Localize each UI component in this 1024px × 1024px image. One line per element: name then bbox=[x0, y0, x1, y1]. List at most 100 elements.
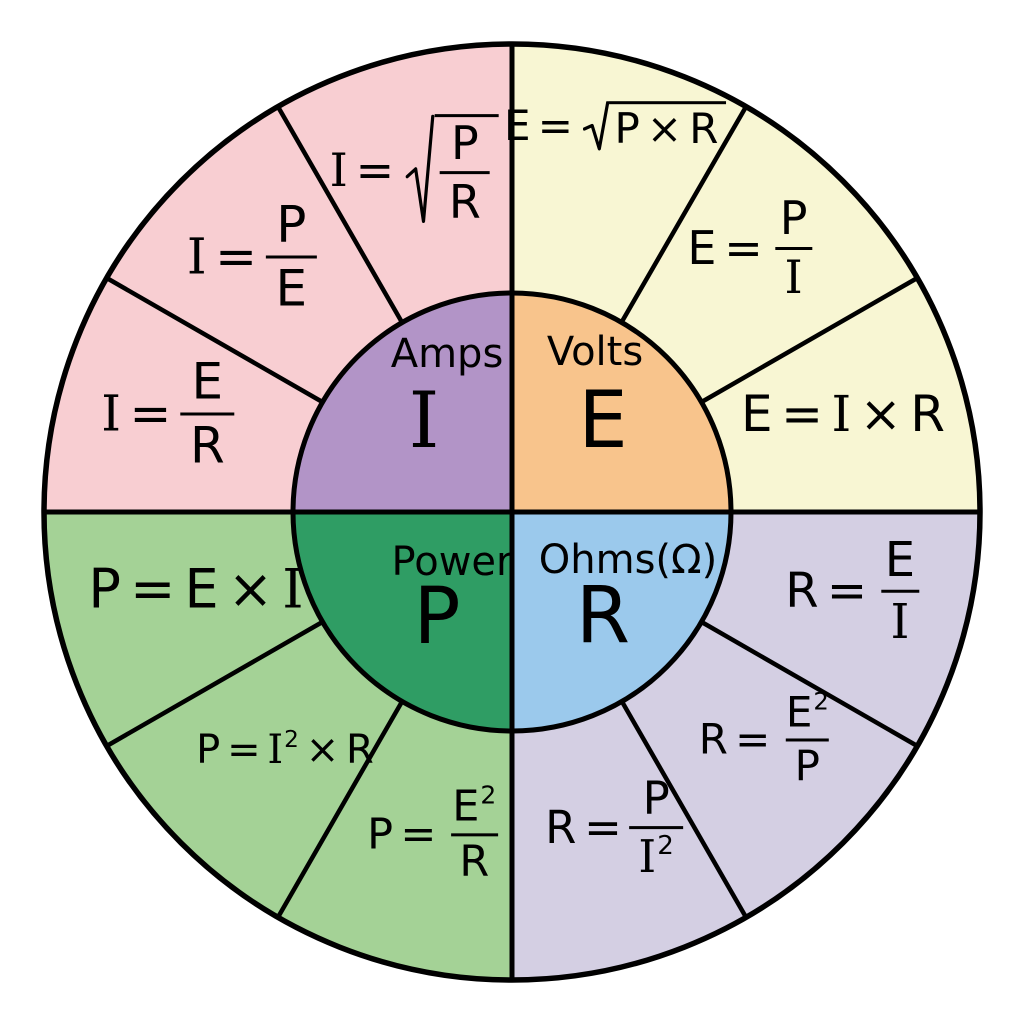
symbol-P: P bbox=[367, 809, 394, 860]
exponent: 2 bbox=[284, 725, 299, 753]
inner-wedge-ohms bbox=[512, 512, 731, 731]
divider-210deg bbox=[276, 700, 404, 919]
equals-sign: = bbox=[537, 100, 573, 150]
segment-dividers bbox=[105, 105, 919, 919]
equals-sign: = bbox=[584, 801, 622, 855]
equals-sign: = bbox=[781, 384, 824, 443]
multiply-sign: × bbox=[305, 727, 340, 773]
symbol-I: I bbox=[890, 593, 910, 650]
symbol-R: R bbox=[459, 836, 490, 887]
exponent: 2 bbox=[480, 779, 497, 809]
symbol-P: P bbox=[779, 191, 808, 245]
inner-wedge-volts bbox=[512, 293, 731, 512]
outer-ring-ohms bbox=[512, 512, 980, 980]
formula-e-i-times-r: E=I×R bbox=[741, 388, 945, 441]
symbol-I: I bbox=[638, 830, 657, 883]
divider-330deg bbox=[276, 105, 404, 324]
symbol-P: P bbox=[451, 115, 479, 170]
formula-e-sqrt-p-times-r: E=P×R bbox=[504, 101, 726, 151]
equals-sign: = bbox=[130, 557, 176, 621]
inner-circle-outline bbox=[290, 290, 734, 734]
symbol-R: R bbox=[785, 562, 819, 619]
outer-ring-amps bbox=[44, 44, 512, 512]
symbol-I: I bbox=[186, 227, 207, 286]
exponent: 2 bbox=[657, 830, 674, 861]
symbol-E: E bbox=[504, 100, 531, 150]
symbol-I: I bbox=[282, 557, 304, 621]
symbol-R: R bbox=[346, 727, 374, 773]
multiply-sign: × bbox=[646, 103, 683, 153]
symbol-I: I bbox=[784, 250, 803, 305]
center-letter-amps: I bbox=[408, 376, 440, 466]
equals-sign: = bbox=[227, 727, 261, 773]
symbol-P: P bbox=[276, 195, 307, 254]
multiply-sign: × bbox=[227, 557, 274, 621]
symbol-P: P bbox=[642, 772, 670, 826]
divider-60deg bbox=[700, 276, 919, 404]
symbol-I: I bbox=[329, 142, 348, 197]
symbol-E: E bbox=[191, 352, 224, 411]
radical-sign bbox=[583, 101, 609, 151]
divider-240deg bbox=[105, 620, 324, 748]
symbol-E: E bbox=[884, 531, 916, 588]
formula-p-e-times-i: P=E×I bbox=[88, 557, 304, 621]
radical-sign bbox=[406, 114, 435, 226]
symbol-P: P bbox=[88, 557, 121, 621]
square-root: P×R bbox=[583, 101, 726, 151]
symbol-I: I bbox=[267, 727, 284, 773]
center-letter-ohms: R bbox=[575, 571, 631, 661]
center-word-power: Power bbox=[391, 539, 513, 585]
symbol-E: E bbox=[452, 781, 480, 832]
divider-120deg bbox=[700, 620, 919, 748]
equals-sign: = bbox=[129, 384, 172, 443]
symbol-R: R bbox=[698, 714, 728, 764]
symbol-E: E bbox=[687, 220, 717, 275]
equals-sign: = bbox=[400, 809, 437, 860]
center-word-ohms: Ohms(Ω) bbox=[538, 537, 718, 583]
symbol-E: E bbox=[785, 687, 813, 737]
outer-circle-outline bbox=[41, 41, 983, 983]
equals-sign: = bbox=[735, 714, 771, 764]
outer-ring-volts bbox=[512, 44, 980, 512]
divider-30deg bbox=[620, 105, 748, 323]
outer-ring-power bbox=[44, 512, 512, 980]
formula-p-i2-times-r: P=I2×R bbox=[196, 725, 374, 773]
divider-150deg bbox=[620, 700, 748, 919]
equals-sign: = bbox=[826, 562, 868, 619]
symbol-P: P bbox=[614, 103, 640, 153]
center-letter-volts: E bbox=[578, 376, 628, 466]
divider-300deg bbox=[105, 276, 324, 404]
symbol-R: R bbox=[448, 174, 481, 229]
symbol-E: E bbox=[741, 384, 773, 443]
center-word-volts: Volts bbox=[546, 329, 644, 375]
symbol-R: R bbox=[910, 384, 945, 443]
inner-wedge-amps bbox=[293, 293, 512, 512]
multiply-sign: × bbox=[859, 384, 902, 443]
symbol-P: P bbox=[196, 727, 221, 773]
symbol-R: R bbox=[189, 416, 225, 475]
equals-sign: = bbox=[355, 142, 395, 197]
equals-sign: = bbox=[724, 220, 763, 275]
center-word-amps: Amps bbox=[390, 331, 504, 377]
symbol-R: R bbox=[689, 103, 719, 153]
symbol-E: E bbox=[275, 259, 308, 318]
center-letter-power: P bbox=[413, 572, 461, 662]
